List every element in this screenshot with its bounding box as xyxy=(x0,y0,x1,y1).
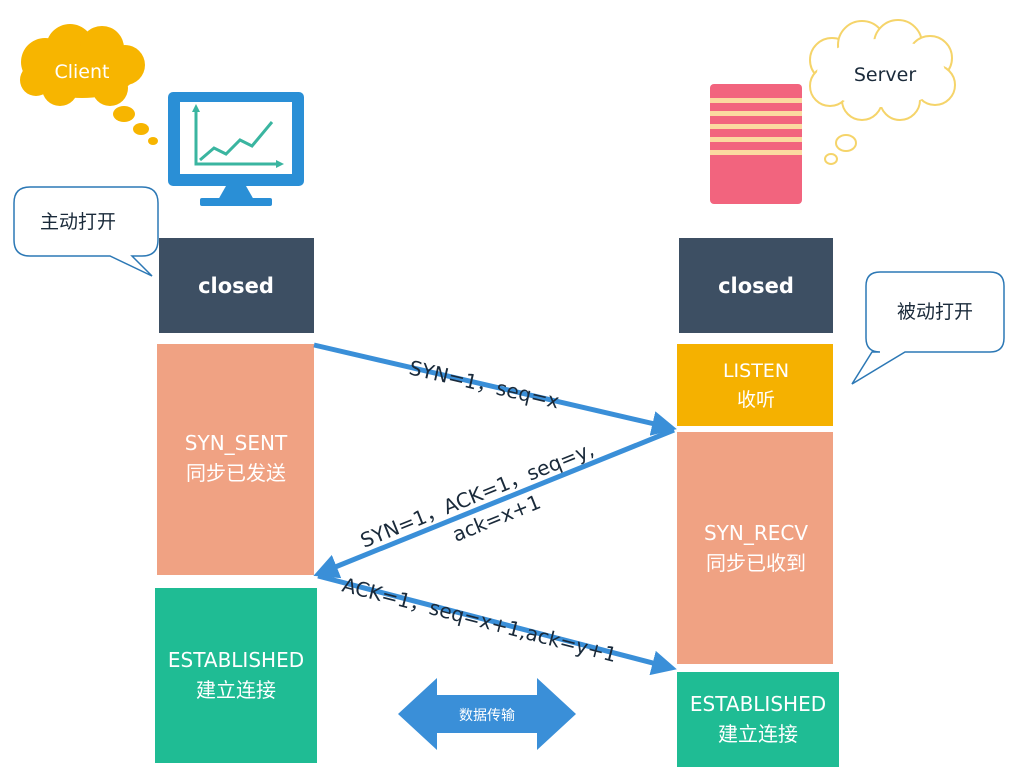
server-established-line1: ESTABLISHED xyxy=(690,692,826,716)
server-listen-line2: 收听 xyxy=(737,389,775,411)
arrow-syn xyxy=(313,342,677,436)
server-state-established: ESTABLISHED 建立连接 xyxy=(677,672,839,767)
arrow-syn-ack xyxy=(313,427,675,579)
client-state-syn-sent: SYN_SENT 同步已发送 xyxy=(157,344,314,575)
client-state-closed: closed xyxy=(159,238,314,333)
client-monitor-icon xyxy=(168,92,304,206)
server-syn-recv-line2: 同步已收到 xyxy=(706,551,806,575)
server-thought-bubble: Server xyxy=(809,19,956,165)
server-syn-recv-line1: SYN_RECV xyxy=(704,521,808,545)
server-callout-text: 被动打开 xyxy=(897,301,973,323)
client-established-line1: ESTABLISHED xyxy=(168,648,304,672)
client-thought-bubble: Client xyxy=(20,24,158,145)
client-callout: 主动打开 xyxy=(13,186,159,277)
data-transfer-arrow: 数据传输 xyxy=(398,678,576,750)
server-closed-text: closed xyxy=(718,274,794,298)
client-callout-text: 主动打开 xyxy=(40,211,116,233)
client-syn-sent-line2: 同步已发送 xyxy=(186,461,286,485)
message-ack: ACK=1，seq=x+1,ack=y+1 xyxy=(340,573,620,667)
server-callout: 被动打开 xyxy=(851,271,1005,385)
server-icon xyxy=(710,84,802,204)
server-state-closed: closed xyxy=(679,238,833,333)
client-closed-text: closed xyxy=(198,274,274,298)
server-state-syn-recv: SYN_RECV 同步已收到 xyxy=(677,432,833,664)
client-syn-sent-line1: SYN_SENT xyxy=(185,431,288,455)
client-established-line2: 建立连接 xyxy=(196,678,276,702)
server-established-line2: 建立连接 xyxy=(718,722,798,746)
client-label: Client xyxy=(54,61,109,83)
server-listen-line1: LISTEN xyxy=(723,360,789,382)
server-label: Server xyxy=(854,64,916,86)
data-transfer-label: 数据传输 xyxy=(459,708,515,724)
message-syn: SYN=1，seq=x xyxy=(407,355,562,413)
client-state-established: ESTABLISHED 建立连接 xyxy=(155,588,317,763)
server-state-listen: LISTEN 收听 xyxy=(677,344,833,426)
arrow-ack xyxy=(317,573,677,676)
